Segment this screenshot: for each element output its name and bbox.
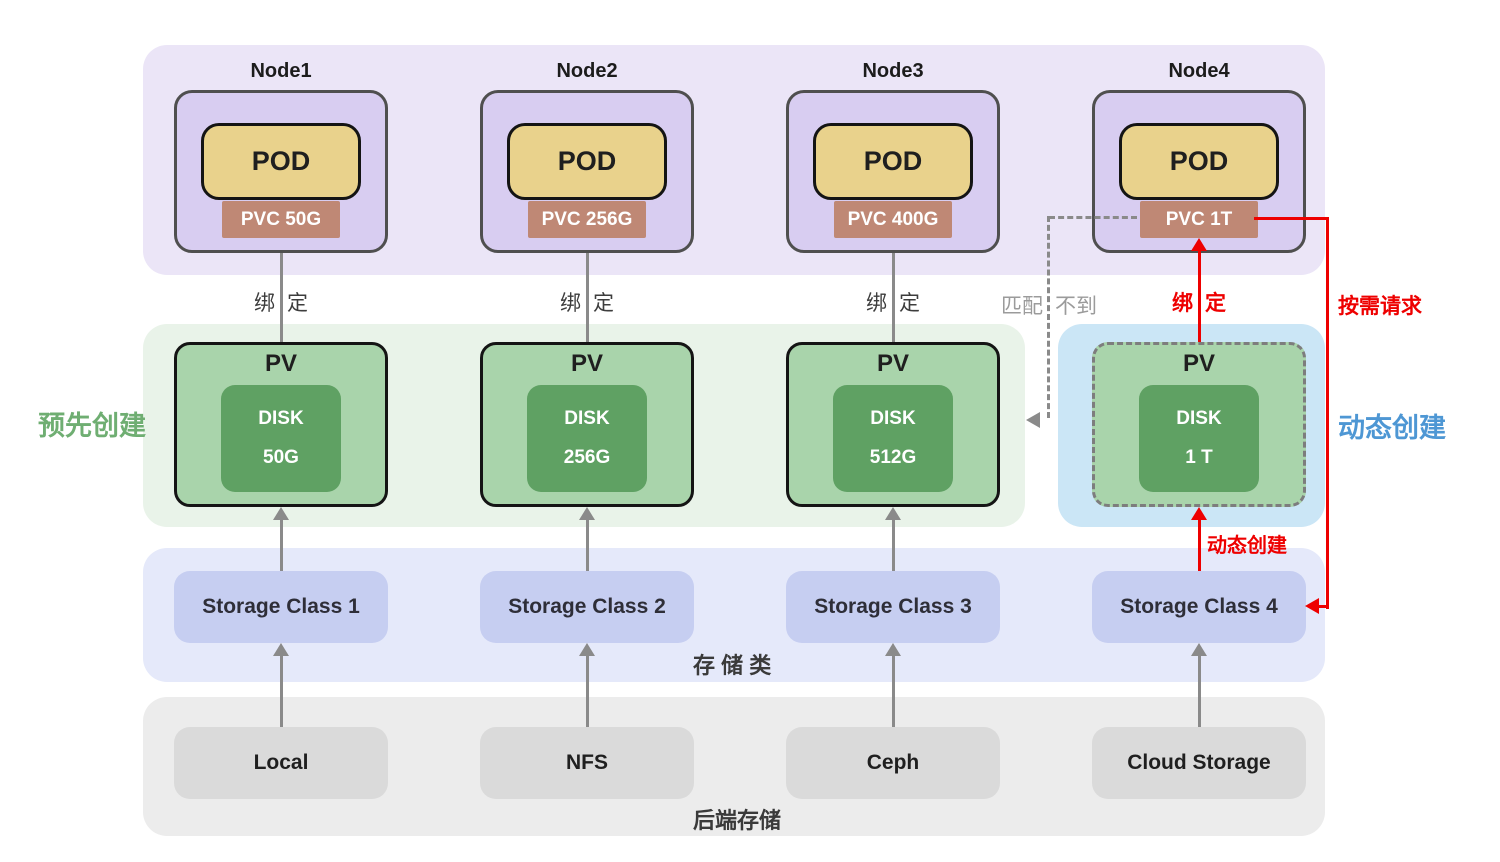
bind-label-left: 绑: [254, 292, 275, 315]
pv-label: PV: [570, 350, 603, 377]
arrow-left-head-icon: [1026, 412, 1040, 428]
disk-size: 256G: [563, 447, 611, 468]
pv-label: PV: [1182, 350, 1215, 377]
disk-box: DISK 50G: [221, 385, 341, 492]
disk-label: DISK: [870, 408, 916, 429]
disk-box: DISK 1 T: [1139, 385, 1259, 492]
arrow-left-head-icon: [1305, 598, 1319, 614]
pod-box: POD: [813, 123, 973, 200]
storage-class-box: Storage Class 1: [174, 571, 388, 643]
bind-label-right: 定: [899, 292, 920, 315]
backend-box: Ceph: [786, 727, 1000, 799]
node-title: Node1: [250, 60, 312, 82]
no-match-label-left: 匹配: [1001, 295, 1043, 318]
disk-label: DISK: [1176, 408, 1222, 429]
dynamic-create-arrow-label: 动态创建: [1207, 535, 1287, 557]
bind-arrow-line: [891, 251, 895, 342]
backend-box: Cloud Storage: [1092, 727, 1306, 799]
sc-to-pv-arrow-line: [279, 520, 283, 571]
pvc-badge: PVC 50G: [222, 201, 340, 238]
bind-label: 绑 定: [517, 287, 657, 317]
storage-class-box: Storage Class 2: [480, 571, 694, 643]
no-match-label: 匹配 不到: [979, 290, 1119, 320]
bind-label: 绑 定: [823, 287, 963, 317]
disk-size: 1 T: [1185, 447, 1213, 468]
on-demand-path-bottom: [1318, 605, 1329, 608]
on-demand-request-label: 按需请求: [1338, 295, 1422, 318]
arrow-up-head-icon: [885, 507, 901, 520]
bind-label-left: 绑: [1172, 292, 1193, 315]
arrow-up-head-icon: [579, 507, 595, 520]
bind-label: 绑 定: [211, 287, 351, 317]
bind-arrow-line: [585, 251, 589, 342]
no-match-path-side: [1047, 216, 1050, 418]
backend-box: NFS: [480, 727, 694, 799]
disk-size: 50G: [263, 447, 299, 468]
backend-to-sc-arrow-line: [1197, 656, 1201, 727]
storage-class-band-label: 存 储 类: [693, 653, 772, 678]
pvc-badge: PVC 400G: [834, 201, 952, 238]
arrow-up-head-icon: [579, 643, 595, 656]
pv-label: PV: [876, 350, 909, 377]
no-match-path-top: [1049, 216, 1137, 219]
backend-to-sc-arrow-line: [585, 656, 589, 727]
pod-box: POD: [201, 123, 361, 200]
bind-arrow-line: [279, 251, 283, 342]
on-demand-path-side: [1326, 217, 1329, 609]
bind-label-red: 绑 定: [1129, 287, 1269, 317]
sc-to-pv-arrow-line: [585, 520, 589, 571]
bind-label-right: 定: [1205, 292, 1226, 315]
bind-arrow-line-red: [1197, 251, 1201, 342]
arrow-up-head-icon: [1191, 238, 1207, 251]
node-title: Node2: [556, 60, 618, 82]
pvc-badge: PVC 256G: [528, 201, 646, 238]
disk-label: DISK: [564, 408, 610, 429]
bind-label-right: 定: [287, 292, 308, 315]
arrow-up-head-icon: [885, 643, 901, 656]
storage-class-box: Storage Class 4: [1092, 571, 1306, 643]
arrow-up-head-icon: [273, 643, 289, 656]
disk-label: DISK: [258, 408, 304, 429]
backend-box: Local: [174, 727, 388, 799]
pod-box: POD: [507, 123, 667, 200]
backend-band-label: 后端存储: [693, 808, 782, 833]
pvc-badge: PVC 1T: [1140, 201, 1258, 238]
dynamic-create-arrow-line: [1197, 520, 1201, 571]
on-demand-path-top: [1254, 217, 1329, 220]
no-match-label-right: 不到: [1055, 295, 1097, 318]
pre-created-label: 预先创建: [38, 411, 146, 441]
backend-to-sc-arrow-line: [891, 656, 895, 727]
bind-label-left: 绑: [560, 292, 581, 315]
backend-to-sc-arrow-line: [279, 656, 283, 727]
storage-class-box: Storage Class 3: [786, 571, 1000, 643]
disk-size: 512G: [869, 447, 917, 468]
sc-to-pv-arrow-line: [891, 520, 895, 571]
pv-label: PV: [264, 350, 297, 377]
bind-label-left: 绑: [866, 292, 887, 315]
dynamic-created-side-label: 动态创建: [1338, 413, 1446, 443]
arrow-up-head-icon: [1191, 507, 1207, 520]
arrow-up-head-icon: [273, 507, 289, 520]
disk-box: DISK 256G: [527, 385, 647, 492]
node-title: Node4: [1168, 60, 1230, 82]
arrow-up-head-icon: [1191, 643, 1207, 656]
disk-box: DISK 512G: [833, 385, 953, 492]
pod-box: POD: [1119, 123, 1279, 200]
bind-label-right: 定: [593, 292, 614, 315]
node-title: Node3: [862, 60, 924, 82]
